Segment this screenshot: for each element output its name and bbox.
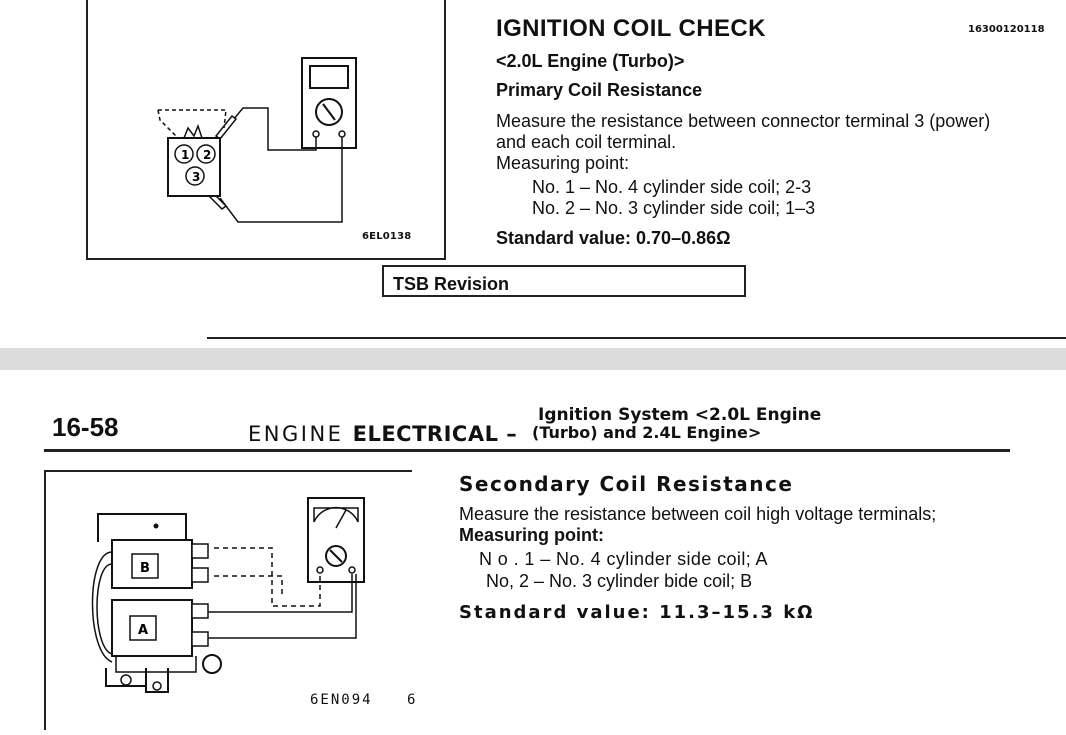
measuring-point-label-secondary: Measuring point: xyxy=(459,525,604,545)
terminal-label-2: 2 xyxy=(203,148,211,162)
figure-stray-mark: 6 xyxy=(407,692,416,708)
terminal-1 xyxy=(174,144,194,164)
header-rule xyxy=(44,449,1010,452)
section-heading-primary: Primary Coil Resistance xyxy=(496,80,703,100)
measuring-point-item: N o . 1 – No. 4 cylinder side coil; A xyxy=(479,549,768,569)
test-lead-2 xyxy=(219,137,343,223)
lead-a1 xyxy=(208,574,353,613)
multimeter-display xyxy=(309,65,349,89)
body-line-1: Measure the resistance between connector… xyxy=(496,111,991,131)
dashed-lead-b2 xyxy=(214,575,283,596)
bracket xyxy=(97,513,187,542)
header-subsection-line2: (Turbo) and 2.4L Engine> xyxy=(532,423,762,442)
sensor-plug xyxy=(202,654,222,674)
engine-subtitle: <2.0L Engine (Turbo)> xyxy=(496,51,685,71)
primary-coil-figure: 1 2 3 xyxy=(86,0,446,260)
doc-number: 16300120118 xyxy=(968,24,1045,35)
terminal-label-1: 1 xyxy=(181,148,189,162)
tsb-revision-box xyxy=(382,265,746,297)
divider-rule xyxy=(207,337,1066,339)
secondary-coil-figure: B A xyxy=(44,470,412,730)
page-title: IGNITION COIL CHECK xyxy=(496,15,766,42)
page-number: 16-58 xyxy=(52,412,119,442)
header-section-light: ENGINE xyxy=(248,422,344,446)
page-gap xyxy=(0,348,1066,370)
tsb-revision-label: TSB Revision xyxy=(393,274,510,294)
body-text-primary: Measure the resistance between connector… xyxy=(496,111,1056,174)
section-heading-secondary: Secondary Coil Resistance xyxy=(459,472,794,496)
measuring-point-item: No. 2 – No. 3 cylinder side coil; 1–3 xyxy=(532,198,816,218)
multimeter-gauge xyxy=(313,506,359,523)
secondary-coil-diagram: B A xyxy=(91,497,365,693)
measuring-point-item: No, 2 – No. 3 cylinder bide coil; B xyxy=(486,571,753,591)
probe-1 xyxy=(214,114,238,141)
standard-value-primary: Standard value: 0.70–0.86Ω xyxy=(496,228,731,248)
terminal-3 xyxy=(185,166,205,186)
dashed-lead-2 xyxy=(157,109,179,139)
multimeter-jack-left xyxy=(312,130,320,138)
measuring-point-label: Measuring point: xyxy=(496,153,630,173)
multimeter-jack-right xyxy=(338,130,346,138)
primary-coil-diagram: 1 2 3 xyxy=(157,57,357,223)
coil-label-a: A xyxy=(138,623,148,638)
terminal-2 xyxy=(196,144,216,164)
body-text-secondary: Measure the resistance between coil high… xyxy=(459,504,937,524)
header-section: ENGINE ELECTRICAL – xyxy=(248,422,517,446)
figure-code-top: 6EL0138 xyxy=(362,231,412,242)
header-subsection-line1: Ignition System <2.0L Engine xyxy=(538,405,822,425)
dashed-lead-b xyxy=(214,547,321,607)
measuring-point-item: No. 1 – No. 4 cylinder side coil; 2-3 xyxy=(532,177,812,197)
coil-label-b: B xyxy=(140,561,150,576)
terminal-label-3: 3 xyxy=(192,170,200,184)
lead-a2 xyxy=(208,574,357,639)
figure-code-bottom: 6EN094 xyxy=(310,692,373,708)
dashed-lead-1 xyxy=(158,109,227,129)
header-section-bold: ELECTRICAL – xyxy=(352,422,518,446)
body-line-2: and each coil terminal. xyxy=(496,132,677,152)
test-lead-1 xyxy=(217,107,317,151)
standard-value-secondary: Standard value: 11.3–15.3 kΩ xyxy=(459,602,815,623)
